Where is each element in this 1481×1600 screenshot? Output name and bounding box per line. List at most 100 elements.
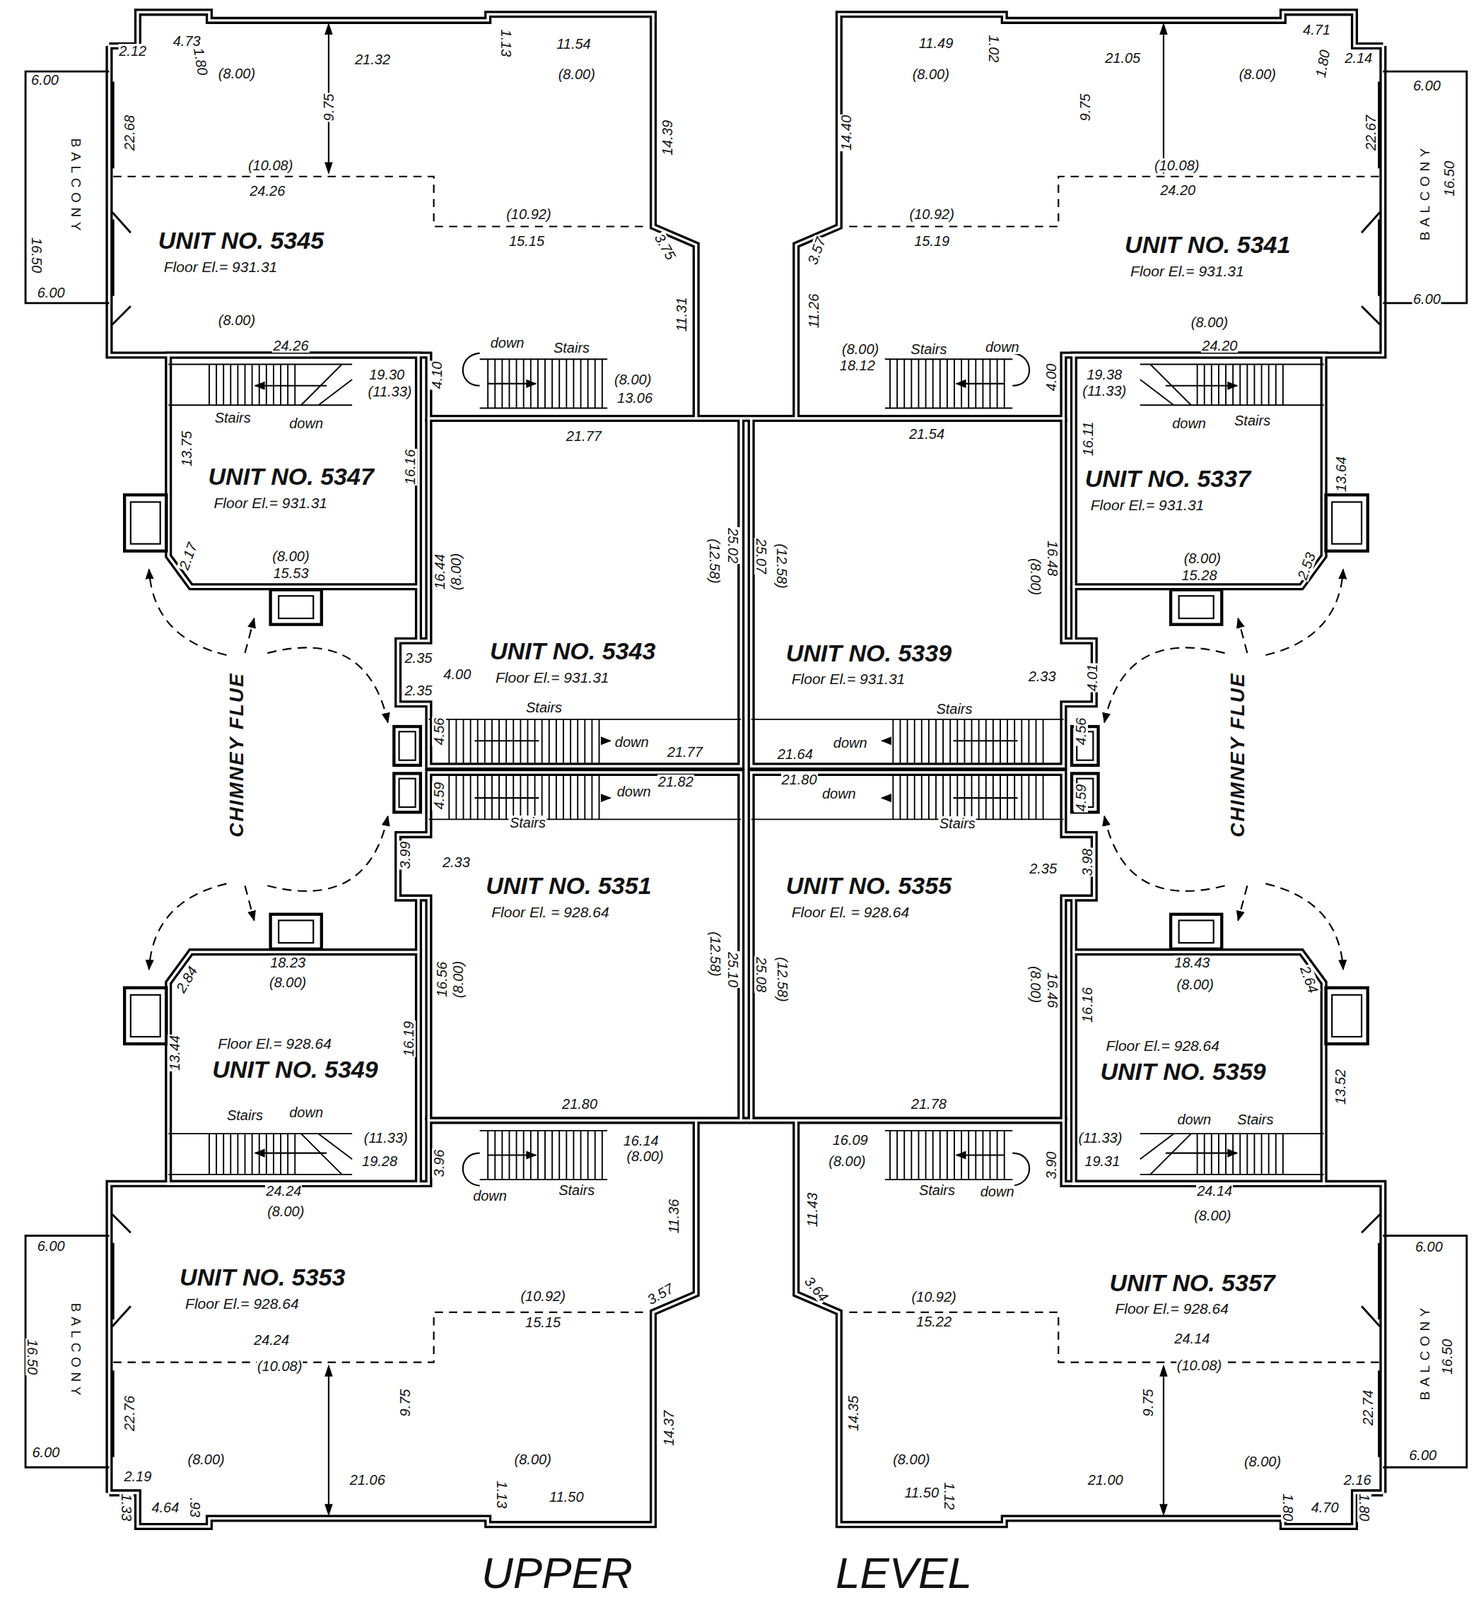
label-text: (8.00)	[266, 1204, 305, 1219]
label-text: (12.58)	[708, 931, 723, 977]
label-text: (12.58)	[774, 543, 789, 590]
dimension-label: (12.58)	[775, 956, 790, 1003]
label-text: 19.28	[361, 1154, 398, 1169]
label-text: 4.56	[1073, 717, 1088, 747]
label-text: down	[1171, 416, 1207, 431]
label-text: 3.99	[397, 840, 413, 870]
dimension-label: (10.08)	[256, 1359, 303, 1374]
label-text: 15.19	[913, 233, 951, 249]
label-text: down	[288, 1105, 324, 1120]
balcony: BALCONY	[1382, 77, 1467, 307]
dimension-label: 25.10	[726, 951, 741, 989]
dimension-label: down	[288, 416, 324, 431]
label-text: 14.37	[661, 1410, 676, 1448]
label-text: 16.19	[401, 1020, 416, 1058]
label-text: 1.80	[191, 45, 211, 78]
dimension-label: Stairs	[557, 1183, 596, 1198]
label-text: (8.00)	[187, 1452, 226, 1467]
unit-label: UNIT NO. 5337Floor El.= 931.31	[1085, 466, 1251, 519]
unit-number: UNIT NO. 5353	[179, 1265, 345, 1291]
floor-elevation: Floor El. = 928.64	[485, 904, 652, 921]
label-text: 2.35	[404, 651, 434, 666]
dimension-label: 24.26	[248, 183, 286, 198]
dimension-label: (10.92)	[909, 207, 956, 222]
dimension-label: (11.33)	[367, 384, 413, 399]
dimension-label: 24.14	[1196, 1184, 1233, 1199]
dimension-label: Stairs	[1236, 1112, 1274, 1127]
dimension-label: 6.00	[31, 1445, 61, 1460]
dimension-label: 4.71	[1302, 22, 1332, 37]
dimension-label: (11.33)	[363, 1131, 409, 1146]
balcony-label: BALCONY	[68, 1303, 83, 1401]
label-text: (8.00)	[1176, 977, 1215, 992]
dimension-label: 19.30	[368, 367, 406, 382]
dimension-label: down	[1176, 1112, 1212, 1127]
dimension-label: Stairs	[935, 701, 973, 717]
dimension-label: 15.53	[272, 566, 309, 581]
dimension-label: 16.50	[1439, 1338, 1455, 1376]
dimension-label: down	[821, 786, 857, 801]
dimension-label: 19.38	[1085, 367, 1123, 382]
balcony-label: BALCONY	[1418, 1303, 1432, 1401]
label-text: 13.44	[167, 1034, 182, 1072]
floor-elevation: Floor El.= 931.31	[208, 495, 374, 512]
dimension-label: (8.00)	[1028, 557, 1043, 596]
label-text: (11.33)	[1081, 383, 1127, 398]
dimension-label: 25.02	[726, 527, 741, 565]
label-text: 21.77	[666, 745, 704, 760]
dimension-label: 2.19	[123, 1469, 152, 1484]
dimension-label: (8.00)	[613, 372, 652, 387]
label-text: 21.80	[561, 1097, 599, 1112]
unit-number: UNIT NO. 5359	[1099, 1059, 1266, 1086]
label-text: 4.00	[442, 667, 472, 682]
label-text: 2.35	[404, 683, 434, 698]
dimension-label: 4.10	[429, 361, 444, 391]
label-text: (12.58)	[775, 956, 790, 1003]
label-text: 6.00	[1408, 1448, 1438, 1463]
label-text: 25.08	[754, 956, 769, 994]
dimension-label: 14.40	[839, 114, 854, 152]
dimension-label: (11.33)	[1077, 1131, 1123, 1146]
label-text: 1.13	[494, 1481, 509, 1510]
label-text: 2.33	[1027, 669, 1057, 684]
dimension-label: 3.98	[1080, 848, 1095, 878]
dimension-label: 11.26	[806, 293, 821, 330]
dimension-label: (12.58)	[774, 543, 789, 590]
dimension-label: 1.13	[499, 28, 514, 58]
dimension-label: 13.44	[167, 1034, 182, 1072]
label-text: 6.00	[31, 1445, 61, 1460]
label-text: Stairs	[226, 1108, 264, 1123]
label-text: 4.70	[1310, 1500, 1340, 1515]
dimension-label: 6.00	[1408, 1448, 1438, 1463]
label-text: 9.75	[1140, 1389, 1156, 1419]
dimension-label: 21.77	[565, 429, 603, 444]
dimension-label: 4.73	[172, 33, 202, 49]
unit-label: UNIT NO. 5357Floor El.= 928.64	[1109, 1271, 1275, 1324]
dimension-label: 3.90	[1044, 1150, 1059, 1180]
dimension-label: 3.57	[805, 235, 829, 268]
label-text: 3.96	[431, 1148, 447, 1178]
dimension-label: Stairs	[1233, 413, 1272, 428]
label-text: 2.84	[173, 963, 201, 996]
dimension-label: 6.00	[36, 285, 66, 300]
dimension-label: (8.00)	[1176, 977, 1215, 992]
dimension-label: Stairs	[525, 700, 563, 715]
label-text: 21.32	[354, 52, 391, 67]
dimension-label: 1.13	[494, 1481, 509, 1510]
dimension-label: 1.80	[191, 45, 211, 78]
label-text: 2.35	[1028, 861, 1058, 876]
dimension-label: 21.64	[776, 747, 814, 762]
quadrant	[745, 772, 1467, 1527]
label-text: down	[832, 735, 869, 751]
floor-elevation: Floor El.= 931.31	[786, 671, 952, 688]
dimension-label: (8.00)	[187, 1452, 226, 1467]
dimension-label: (8.00)	[841, 342, 880, 357]
dimension-label: 21.00	[1087, 1473, 1125, 1488]
label-text: (10.92)	[910, 1290, 957, 1305]
label-text: 18.12	[839, 358, 876, 373]
dimension-label: 2.64	[1297, 963, 1322, 996]
dimension-label: 2.12	[118, 43, 148, 58]
label-text: 2.19	[123, 1469, 152, 1484]
unit-label: Floor El.= 928.64UNIT NO. 5359	[1099, 1032, 1266, 1086]
label-text: 6.00	[1414, 1239, 1444, 1255]
